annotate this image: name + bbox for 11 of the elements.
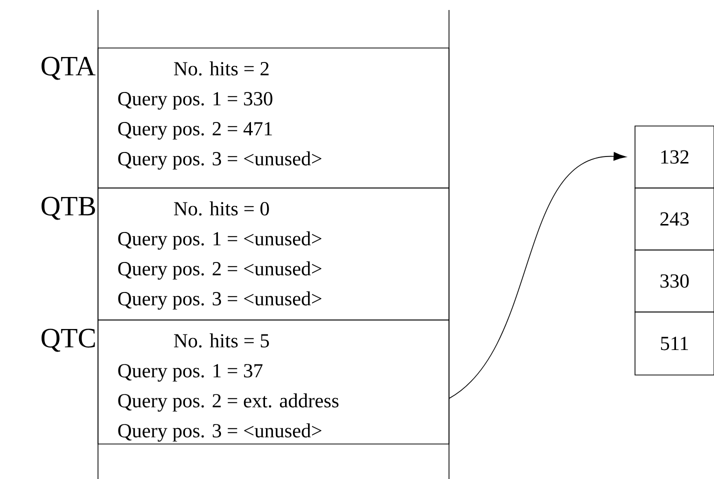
- array-cell: 243: [634, 188, 714, 250]
- table-cell: No. hits = 0 Query pos. 1 = <unused> Query pos. 2 = <unused> Query pos. 3 = <unused> QTB: [42, 188, 450, 320]
- table-cell: No. hits = 5 Query pos. 1 = 37 Query pos. 2 = ext. address Query pos. 3 = <unused> QTC: [42, 320, 450, 444]
- table-cell: No. hits = 2 Query pos. 1 = 330 Query pos. 2 = 471 Query pos. 3 = <unused> QTA: [42, 48, 450, 188]
- node-label: QTA: [42, 56, 96, 80]
- array-cell: 511: [634, 312, 714, 376]
- curved-arrow: [449, 152, 626, 399]
- array-cell: 330: [634, 250, 714, 312]
- node-label: QTC: [42, 328, 95, 352]
- array-cell: 132: [634, 126, 714, 188]
- node-label: QTB: [42, 196, 96, 220]
